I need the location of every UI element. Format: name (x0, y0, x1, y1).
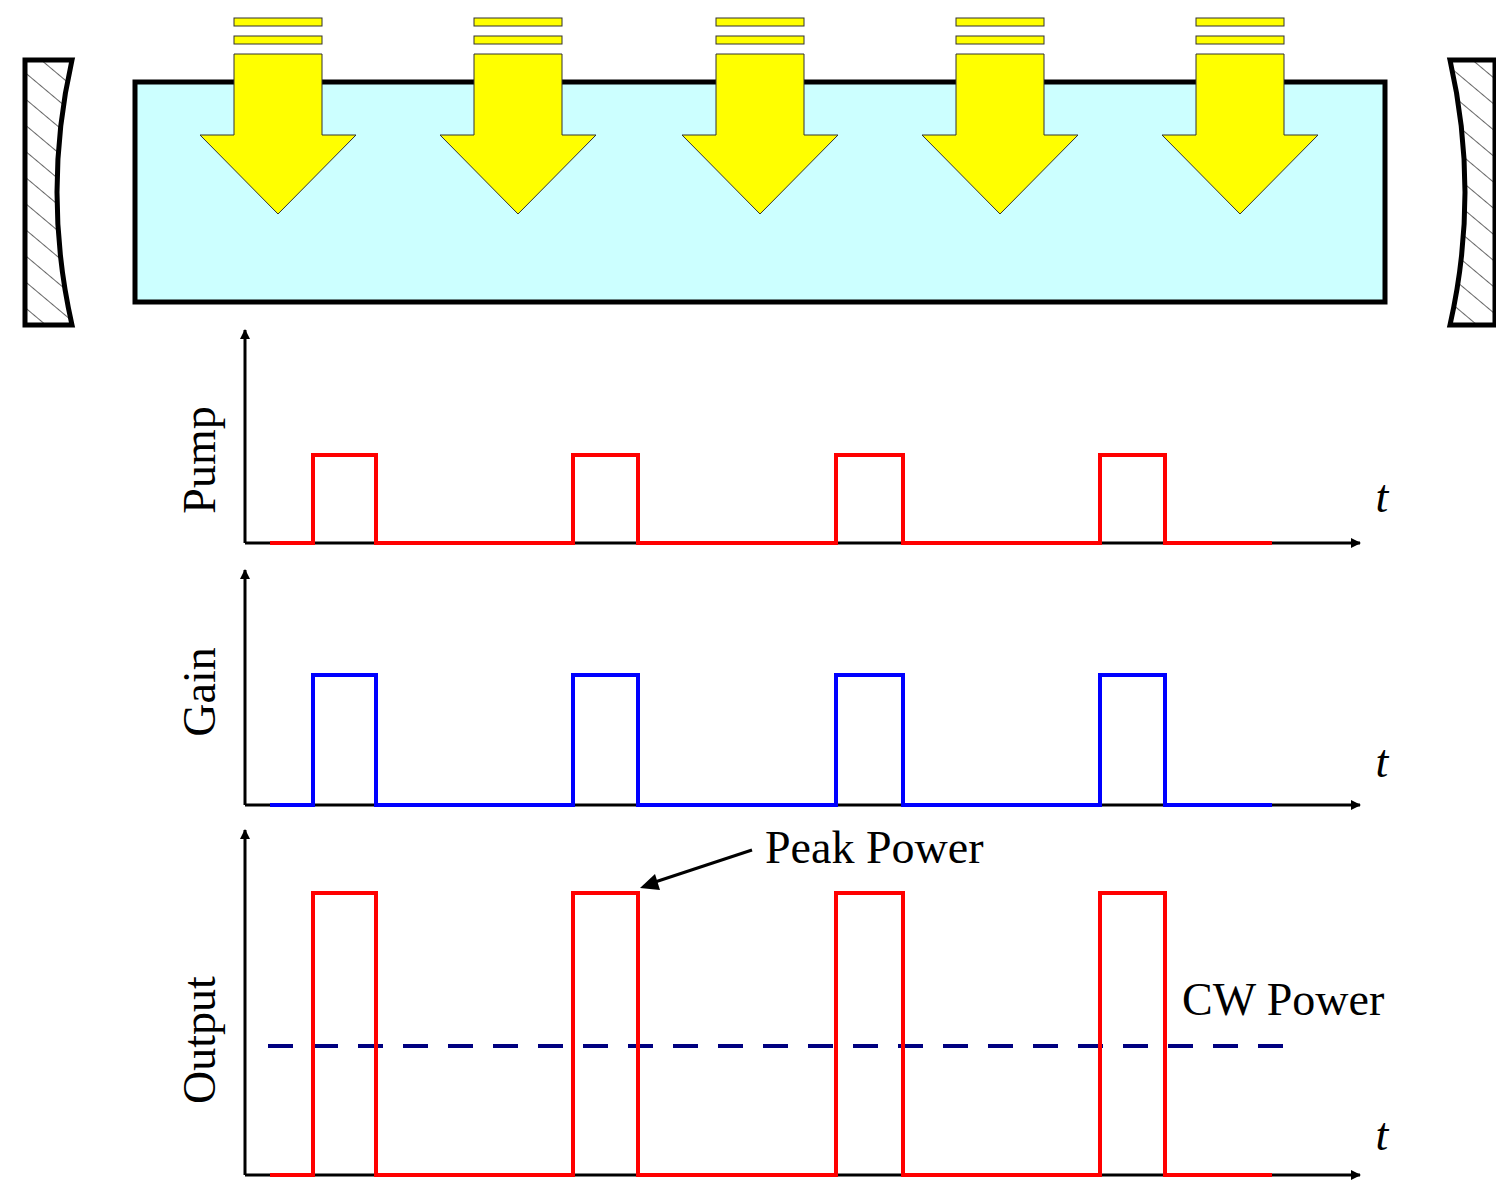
axis-label: t (1376, 474, 1389, 520)
pump-bar (474, 36, 562, 44)
pump-arrow (922, 54, 1078, 214)
leader-head (640, 874, 660, 890)
pump-bar (234, 18, 322, 26)
gain-trace (270, 675, 1272, 805)
pump-bar (1196, 36, 1284, 44)
axis-label: Output (177, 976, 223, 1104)
axis-label: Pump (177, 406, 223, 513)
pump-bar (234, 36, 322, 44)
callout-label: Peak Power (765, 825, 983, 871)
pump-bar (1196, 18, 1284, 26)
output-trace (270, 893, 1272, 1175)
cw-level-line (268, 1044, 1300, 1048)
pump-bar (956, 18, 1044, 26)
axis-label: t (1376, 1112, 1389, 1158)
pump-trace (270, 455, 1272, 543)
axis-label: Gain (177, 647, 223, 736)
pump-bar (956, 36, 1044, 44)
right-mirror (1450, 60, 1495, 325)
pump-arrow (200, 54, 356, 214)
pump-arrow (440, 54, 596, 214)
pump-bar (474, 18, 562, 26)
left-mirror (25, 60, 72, 325)
pump-arrow (682, 54, 838, 214)
callout-label: CW Power (1182, 977, 1384, 1023)
pump-bar (716, 36, 804, 44)
plot-axes (245, 330, 1360, 1175)
axis-label: t (1376, 739, 1389, 785)
pump-bar (716, 18, 804, 26)
leader-line (652, 850, 752, 883)
pump-arrow (1162, 54, 1318, 214)
pump-arrows (200, 18, 1318, 214)
